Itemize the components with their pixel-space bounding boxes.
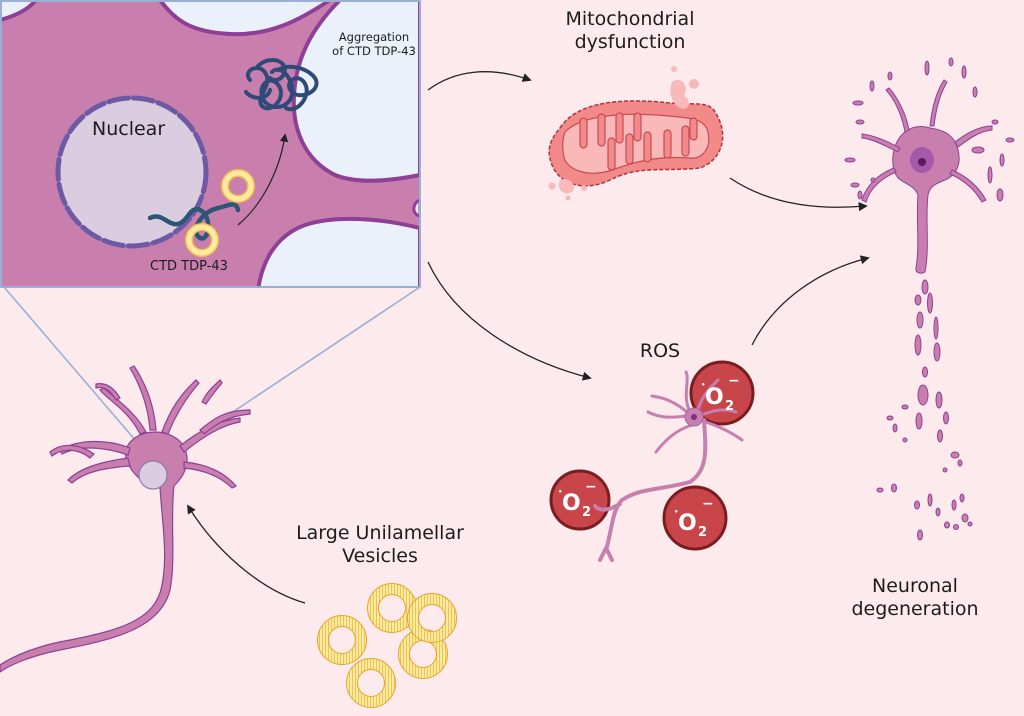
svg-text:2: 2: [725, 399, 734, 414]
superoxide-3: [662, 485, 728, 551]
vesicles-label-line1: Large Unilamellar: [296, 522, 464, 544]
vesicle-4: [407, 593, 457, 643]
inset-frame: [0, 0, 421, 288]
svg-text:O: O: [678, 511, 697, 536]
aggregation-label-line1: Aggregation: [338, 30, 410, 44]
mito-label-line1: Mitochondrial: [565, 8, 695, 30]
arrow-ros-to-degeneration: [751, 255, 870, 346]
arrow-to-ros: [427, 261, 592, 381]
stressed-neuron: [593, 370, 744, 562]
ros-label: ROS: [639, 340, 681, 362]
healthy-neuron: [0, 365, 251, 673]
arrow-to-mitochondria: [427, 71, 532, 91]
aggregation-label: Aggregation of CTD TDP-43: [314, 30, 434, 58]
svg-text:•: •: [558, 488, 562, 496]
zoom-callout-lines: [3, 286, 421, 463]
ros-labels: • O 2 − • O 2 − • O 2 −: [558, 373, 740, 540]
svg-text:−: −: [702, 496, 714, 512]
neuronal-degeneration-label: Neuronal degeneration: [840, 575, 990, 621]
superoxide-1: [689, 360, 755, 426]
superoxide-2: [549, 469, 611, 531]
mitochondrial-dysfunction-label: Mitochondrial dysfunction: [540, 8, 720, 54]
mitochondrion: [548, 66, 724, 201]
svg-text:2: 2: [582, 505, 591, 520]
vesicles-label-line2: Vesicles: [342, 545, 418, 568]
arrow-vesicles-to-neuron: [187, 504, 306, 604]
svg-text:2: 2: [698, 525, 707, 540]
vesicle-5: [346, 658, 396, 708]
nuclear-envelope: [55, 95, 209, 249]
aggregation-label-line2: of CTD TDP-43: [332, 44, 416, 59]
nucleus-label: Nuclear: [92, 118, 166, 140]
mito-label-line2: dysfunction: [574, 31, 686, 54]
svg-text:O: O: [705, 385, 724, 410]
inset-cell-zoom: [0, 0, 420, 287]
large-unilamellar-vesicles: [317, 583, 457, 708]
degenerating-neuron: [844, 57, 1015, 541]
svg-text:O: O: [562, 491, 581, 516]
svg-text:•: •: [701, 381, 705, 389]
protein-aggregate: [244, 58, 319, 112]
vesicles-label: Large Unilamellar Vesicles: [290, 522, 470, 568]
degeneration-label-line2: degeneration: [851, 598, 979, 621]
svg-text:−: −: [728, 373, 740, 389]
svg-text:−: −: [585, 479, 597, 495]
ctd-tdp43-label: CTD TDP-43: [150, 259, 228, 274]
ros-molecules: [549, 360, 755, 551]
svg-text:•: •: [674, 508, 678, 516]
degeneration-label-line1: Neuronal: [872, 575, 958, 597]
vesicle-1: [317, 615, 367, 665]
arrow-mito-to-degeneration: [729, 177, 868, 212]
pathway-arrows: [187, 71, 870, 604]
